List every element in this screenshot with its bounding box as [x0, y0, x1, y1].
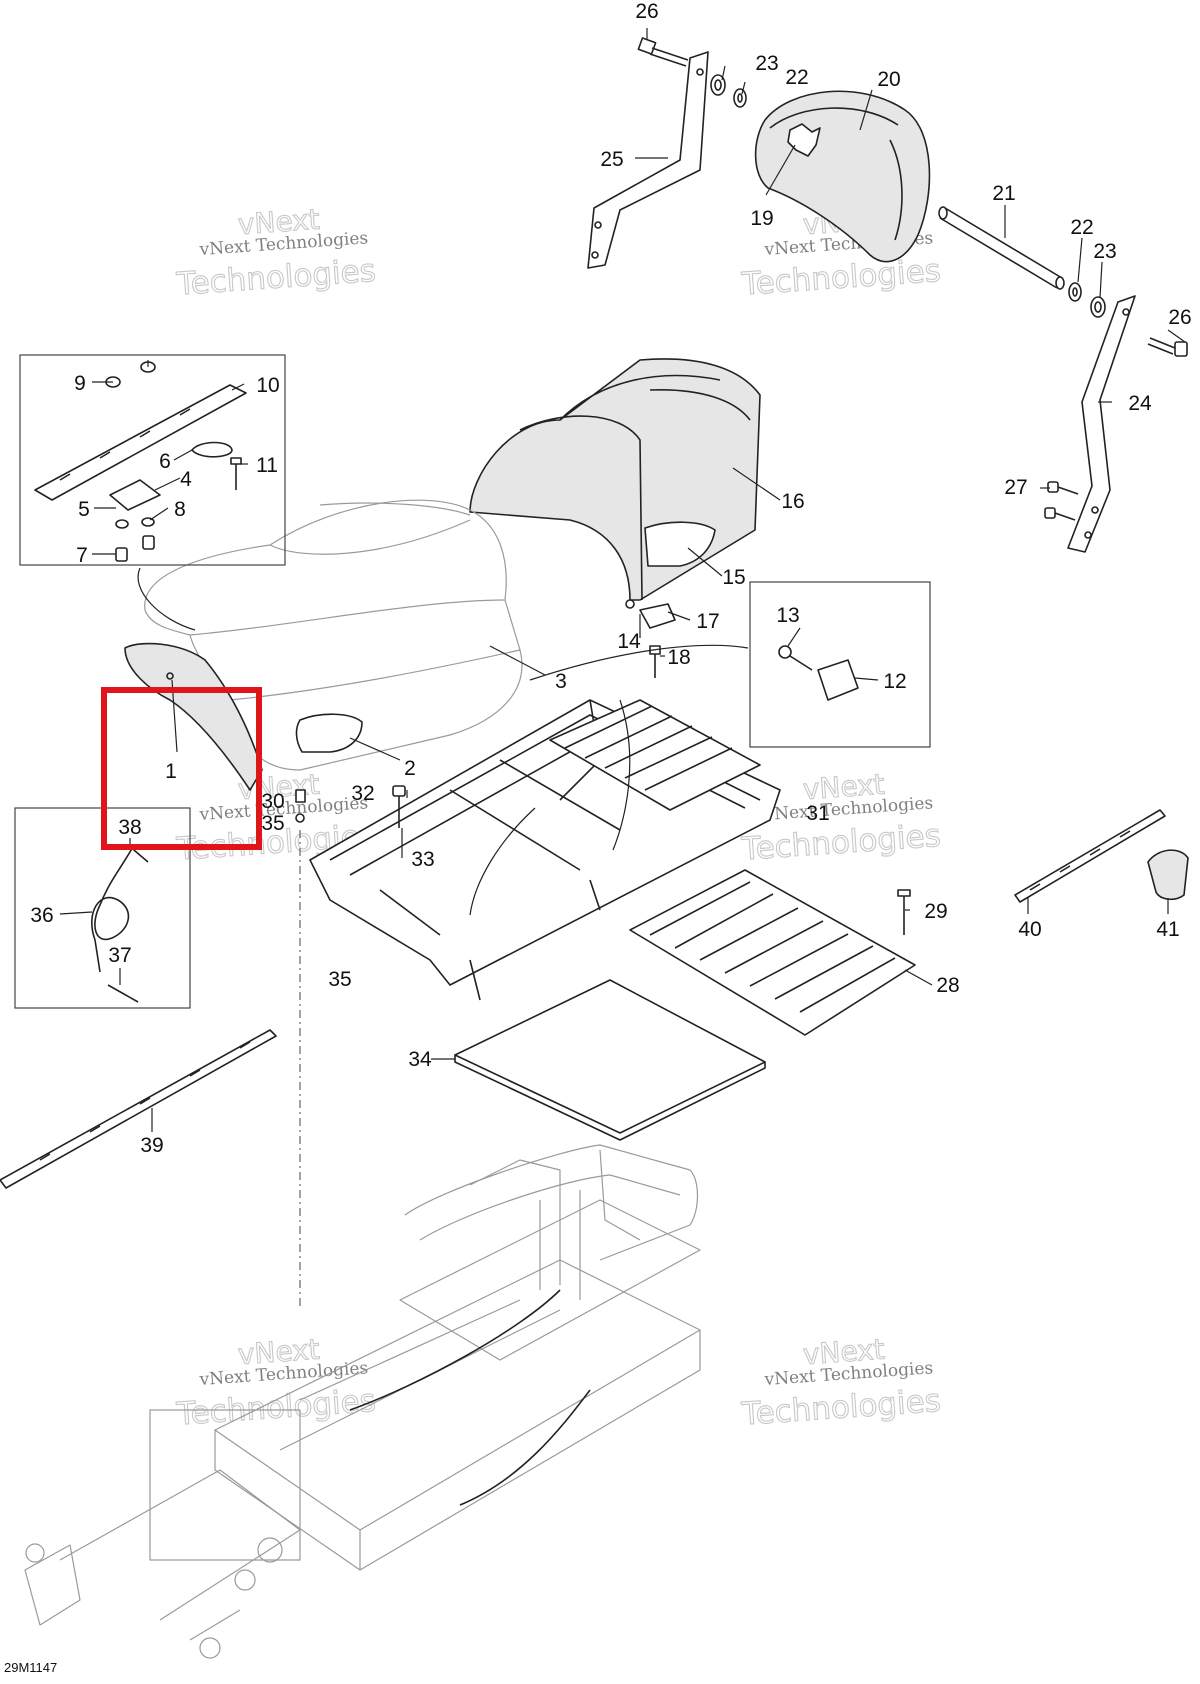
callout-35a: 35 [261, 812, 284, 835]
callout-31: 31 [806, 802, 829, 825]
callout-29: 29 [924, 900, 947, 923]
inset-fastener-kit [19, 354, 286, 566]
seat-tail-1 [124, 642, 263, 791]
inset-hinge-kit [749, 581, 931, 748]
callout-32: 32 [351, 782, 374, 805]
watermark: vNext vNext Technologies Technologies [174, 202, 377, 303]
storage-frame-assembly [295, 644, 781, 1001]
callout-21: 21 [992, 182, 1015, 205]
rivet-32 [392, 785, 406, 828]
callout-37: 37 [108, 944, 131, 967]
watermark-vnext: vNext [802, 1333, 886, 1372]
leader-lines [59, 28, 1186, 1132]
callout-11: 11 [256, 454, 278, 477]
rack-grid [549, 699, 761, 811]
watermark-vnext: vNext [237, 1333, 321, 1372]
watermark-vnext: vNext [237, 203, 321, 242]
callout-19: 19 [750, 207, 773, 230]
callout-41: 41 [1156, 918, 1179, 941]
washer-22-right [1068, 282, 1082, 302]
callout-25: 25 [600, 148, 623, 171]
leader-arc [469, 807, 536, 916]
callout-40: 40 [1018, 918, 1041, 941]
rack-rails [404, 1144, 699, 1261]
callout-22a: 22 [785, 66, 808, 89]
screws-27 [1044, 481, 1079, 521]
leader-arc [612, 699, 631, 851]
callout-23b: 23 [1093, 240, 1116, 263]
highlight-box [101, 687, 262, 850]
callout-26b: 26 [1168, 306, 1191, 329]
tunnel-frame [24, 1144, 701, 1659]
callout-26a: 26 [635, 0, 658, 23]
callout-13: 13 [776, 604, 799, 627]
bolt-26-top [637, 37, 689, 67]
main-seat-assembly [124, 499, 523, 791]
callout-6: 6 [159, 450, 171, 473]
washer-23-top [710, 74, 726, 96]
callout-1: 1 [165, 760, 177, 783]
watermark-technologies: Technologies [175, 1383, 377, 1433]
rod-21 [938, 206, 1065, 290]
bracket-24 [1067, 295, 1136, 553]
cap-41 [1147, 849, 1189, 901]
bushing-30 [295, 789, 306, 803]
callout-labels: 1 2 3 4 5 6 7 8 9 10 11 12 13 14 15 16 1… [30, 0, 1191, 1157]
washer-23-right [1090, 296, 1106, 318]
label-19 [787, 123, 821, 157]
rail-40 [1014, 809, 1166, 903]
callout-15: 15 [722, 566, 745, 589]
callout-28: 28 [936, 974, 959, 997]
callout-8: 8 [174, 498, 186, 521]
callout-27: 27 [1004, 476, 1027, 499]
callout-36: 36 [30, 904, 53, 927]
pad-2 [295, 713, 363, 753]
callout-3: 3 [555, 670, 567, 693]
callout-12: 12 [883, 670, 906, 693]
callout-38: 38 [118, 816, 141, 839]
callout-35b: 35 [328, 968, 351, 991]
callout-18: 18 [667, 646, 690, 669]
callout-39: 39 [140, 1134, 163, 1157]
callout-4: 4 [180, 468, 192, 491]
callout-22b: 22 [1070, 216, 1093, 239]
watermark-technologies: Technologies [740, 1383, 942, 1433]
washer-22-top [733, 88, 747, 108]
callout-20: 20 [877, 68, 900, 91]
hinge-17 [639, 603, 676, 629]
watermark-vnext: vNext [802, 768, 886, 807]
nut-35-small [295, 813, 305, 823]
callout-2: 2 [404, 757, 416, 780]
bracket-25 [587, 51, 709, 269]
callout-10: 10 [256, 374, 279, 397]
watermark-technologies: Technologies [740, 253, 942, 303]
watermark: vNext vNext Technologies Technologies [739, 1332, 942, 1433]
rail-39 [0, 1029, 277, 1189]
leader-arc [137, 567, 196, 631]
callout-33: 33 [411, 848, 434, 871]
upper-seat-16 [469, 358, 761, 601]
callout-9: 9 [74, 372, 86, 395]
callout-30: 30 [261, 790, 284, 813]
callout-23a: 23 [755, 52, 778, 75]
callout-34: 34 [408, 1048, 432, 1071]
cover-28 [629, 869, 916, 1036]
screw-29 [897, 889, 911, 935]
callout-16: 16 [781, 490, 804, 513]
board-34 [454, 979, 766, 1134]
rivet-14 [625, 599, 635, 609]
figure-code: 29M1147 [4, 1660, 57, 1675]
callout-14: 14 [617, 630, 641, 653]
leader-arc [529, 644, 749, 681]
callout-5: 5 [78, 498, 90, 521]
callout-24: 24 [1128, 392, 1152, 415]
callout-7: 7 [76, 544, 88, 567]
watermark-technologies: Technologies [175, 253, 377, 303]
bolt-26-right [1147, 337, 1188, 357]
callout-17: 17 [696, 610, 719, 633]
watermark-technologies: Technologies [740, 818, 942, 868]
